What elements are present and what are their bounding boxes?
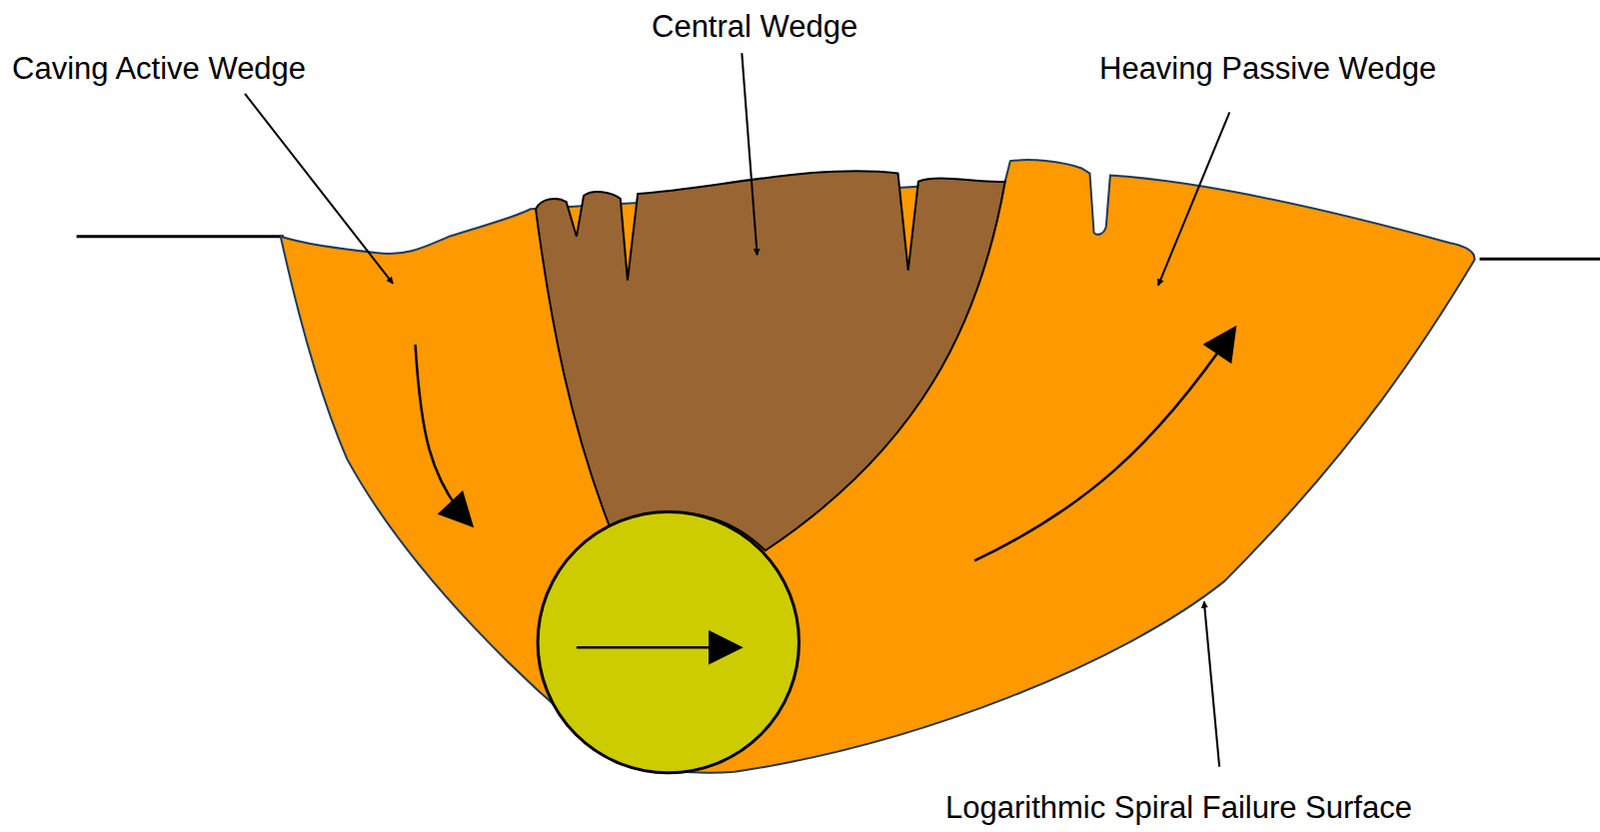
part-label: Heaving Passive Wedge: [1099, 51, 1437, 86]
leader-line: [1204, 601, 1220, 767]
ground-line: [76, 234, 284, 238]
leader-line: [244, 93, 393, 284]
part-label: Logarithmic Spiral Failure Surface: [945, 791, 1413, 826]
footing-circle: [537, 511, 799, 773]
failure-zone: [280, 159, 1476, 774]
central-wedge: [535, 170, 1006, 551]
leader-line: [741, 52, 757, 255]
leader-line: [1158, 111, 1230, 286]
part-label: Caving Active Wedge: [11, 51, 306, 86]
movement-arrow: [576, 646, 740, 650]
movement-arrow: [974, 328, 1235, 562]
part-label: Central Wedge: [651, 9, 858, 44]
ground-line: [1480, 257, 1600, 261]
movement-arrow: [415, 344, 472, 526]
